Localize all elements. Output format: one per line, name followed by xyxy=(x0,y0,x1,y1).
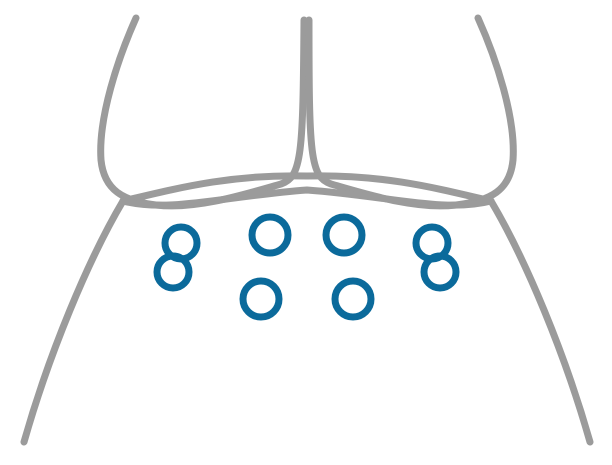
ring-marker-icon xyxy=(252,217,288,253)
ring-marker-group xyxy=(157,217,456,317)
ring-marker-icon xyxy=(157,256,189,288)
ring-marker-icon xyxy=(243,281,279,317)
ring-marker-icon xyxy=(326,217,362,253)
body-outline-icon xyxy=(24,18,590,442)
ring-marker-icon xyxy=(424,256,456,288)
ring-marker-icon xyxy=(335,281,371,317)
lower-waist-band xyxy=(123,190,491,205)
left-lower-outline xyxy=(24,201,123,442)
right-lower-outline xyxy=(491,201,590,442)
